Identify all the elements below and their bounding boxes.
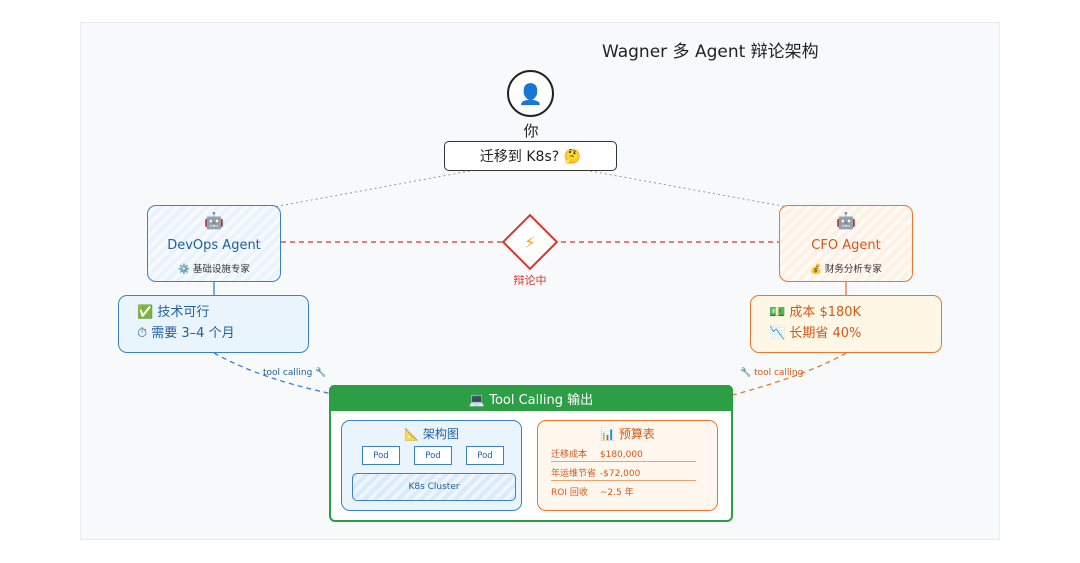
cfo-tool-calling-label: 🔧 tool calling [740,368,804,378]
k8s-cluster-node: K8s Cluster [352,473,516,501]
devops-agent-node: 🤖 DevOps Agent ⚙️ 基础设施专家 [147,205,281,282]
cfo-opinion-line: 💵 成本 $180K [769,305,862,320]
cfo-opinion-box: 💵 成本 $180K 📉 长期省 40% [750,295,942,353]
budget-table-box [537,420,718,511]
connector-question-devops [245,170,471,213]
robot-icon: 🤖 [204,211,224,230]
debate-label: 辩论中 [513,274,547,287]
pod-node: Pod [466,446,504,465]
robot-icon: 🤖 [836,211,856,230]
connector-question-cfo [589,170,816,213]
user-icon: 👤 [518,81,543,106]
budget-title: 📊 预算表 [600,427,655,441]
budget-row-key: 迁移成本 [551,450,588,460]
cfo-agent-name: CFO Agent [811,238,881,253]
user-avatar: 👤 [507,70,554,117]
budget-row: 迁移成本 $180,000 [551,447,696,460]
budget-row-key: ROI 回收 [551,488,588,498]
cfo-agent-role: 💰 财务分析专家 [810,264,882,275]
pod-node: Pod [414,446,452,465]
cfo-agent-node: 🤖 CFO Agent 💰 财务分析专家 [779,205,913,282]
devops-agent-name: DevOps Agent [167,238,261,253]
devops-tool-calling-label: tool calling 🔧 [263,368,327,378]
budget-row: 年运维节省 -$72,000 [551,466,696,479]
lightning-icon: ⚡ [524,232,536,252]
pod-node: Pod [362,446,400,465]
budget-row-value: ~2.5 年 [599,488,634,498]
budget-row-value: $180,000 [599,450,643,460]
budget-row: ROI 回收 ~2.5 年 [551,485,696,498]
architecture-title: 📐 架构图 [404,427,459,441]
devops-agent-role: ⚙️ 基础设施专家 [178,264,250,275]
user-question: 迁移到 K8s? 🤔 [444,141,617,171]
devops-opinion-line: ⏱ 需要 3–4 个月 [137,326,235,341]
cfo-opinion-line: 📉 长期省 40% [769,326,862,341]
budget-row-value: -$72,000 [599,469,641,479]
diagram-title: Wagner 多 Agent 辩论架构 [602,42,819,62]
devops-opinion-box: ✅ 技术可行 ⏱ 需要 3–4 个月 [118,295,309,353]
budget-divider [551,461,696,462]
tool-output-title: 💻 Tool Calling 输出 [329,385,733,411]
devops-opinion-line: ✅ 技术可行 [137,305,210,320]
budget-row-key: 年运维节省 [551,469,597,479]
user-label: 你 [523,122,539,140]
budget-divider [551,480,696,481]
